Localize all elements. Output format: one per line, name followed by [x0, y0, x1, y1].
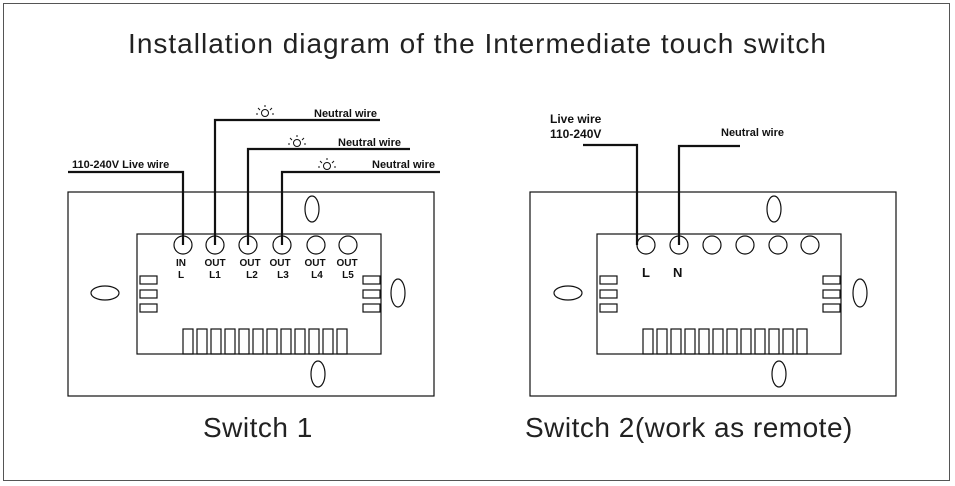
switch1-terminal-top-label: OUT: [336, 258, 357, 269]
switch2-screw-hole-top: [766, 195, 782, 223]
switch1-terminal: [338, 235, 358, 255]
light-bulb-icon: [288, 135, 306, 147]
light-bulb-icon: [318, 158, 336, 170]
switch2-screw-hole-right: [852, 278, 868, 308]
switch2-voltage-label: 110-240V: [550, 127, 601, 141]
switch1-terminal-top-label: OUT: [269, 258, 290, 269]
switch1-live-wire: [68, 170, 185, 245]
page-title: Installation diagram of the Intermediate…: [128, 28, 827, 59]
switch2-neutral-label: Neutral wire: [721, 127, 784, 139]
switch1-neutral-wire-2: [246, 147, 410, 245]
switch1-terminal-top-label: OUT: [239, 258, 260, 269]
switch1-neutral-wire-1: [213, 118, 380, 245]
switch1-terminal-top-label: IN: [176, 258, 186, 269]
switch1-screw-hole-top: [304, 195, 320, 223]
switch1-screw-hole-right: [390, 278, 406, 308]
switch1-terminal-top-label: OUT: [204, 258, 225, 269]
diagram-frame: [3, 3, 950, 481]
switch2-terminal: [702, 235, 722, 255]
switch2-live-wire: [583, 143, 639, 245]
switch1-terminal-bottom-label: L1: [209, 270, 221, 281]
switch1-terminal-bottom-label: L4: [311, 270, 323, 281]
switch1-module: [136, 233, 382, 355]
switch2-terminal: [768, 235, 788, 255]
switch1-terminal: [306, 235, 326, 255]
switch2-terminal: [636, 235, 656, 255]
switch2-terminal: [735, 235, 755, 255]
switch1-screw-hole-bottom: [310, 360, 326, 388]
switch1-terminal-bottom-label: L5: [342, 270, 354, 281]
switch2-terminal-label-n: N: [673, 265, 682, 280]
switch2-caption: Switch 2(work as remote): [525, 412, 853, 443]
switch2-screw-hole-left: [553, 285, 583, 301]
switch2-neutral-wire: [677, 144, 740, 245]
switch2-live-label: Live wire: [550, 112, 602, 126]
switch1-terminal-bottom-label: L3: [277, 270, 289, 281]
switch2-terminal: [800, 235, 820, 255]
light-bulb-icon: [256, 105, 274, 117]
switch1-terminal-bottom-label: L2: [246, 270, 258, 281]
switch1-live-label: 110-240V Live wire: [72, 159, 169, 171]
switch1-neutral-label-1: Neutral wire: [314, 108, 377, 120]
switch2-terminal-label-l: L: [642, 265, 650, 280]
switch1-neutral-label-2: Neutral wire: [338, 137, 401, 149]
switch1-plate: [67, 191, 435, 397]
switch1-neutral-wire-3: [280, 170, 440, 245]
switch1-caption: Switch 1: [203, 412, 313, 443]
switch1-terminal-bottom-label: L: [178, 270, 184, 281]
switch1-terminal-top-label: OUT: [304, 258, 325, 269]
switch2-screw-hole-bottom: [771, 360, 787, 388]
switch2-plate: [529, 191, 897, 397]
switch1-neutral-label-3: Neutral wire: [372, 159, 435, 171]
switch1-screw-hole-left: [90, 285, 120, 301]
